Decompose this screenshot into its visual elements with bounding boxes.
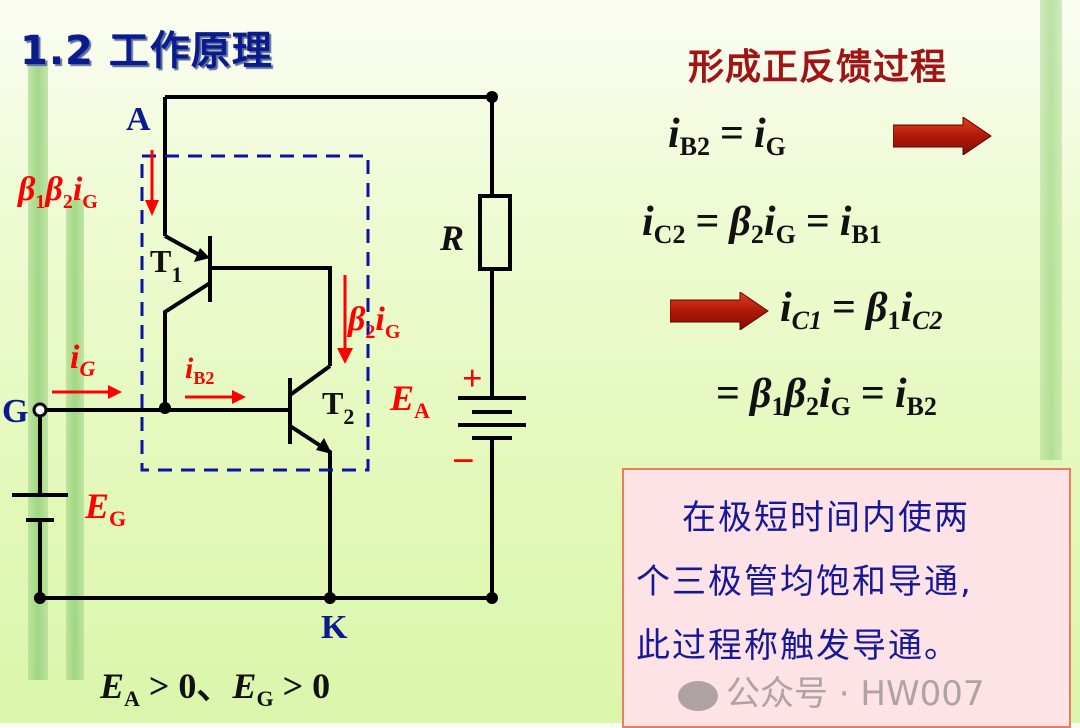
t2-label: T2	[322, 385, 354, 429]
current-ig-label: iG	[70, 339, 95, 381]
wechat-icon	[678, 680, 718, 711]
t1-emitter-arrow-icon	[194, 248, 210, 262]
node-dot	[486, 91, 498, 103]
note-line-2: 个三极管均饱和导通,	[636, 562, 973, 602]
wire-bottom	[38, 520, 492, 600]
condition-text: EA > 0、EG > 0	[99, 666, 330, 711]
wires	[12, 95, 526, 600]
arrowhead-icon	[337, 348, 353, 364]
current-arrows	[52, 150, 347, 399]
explanation-box: 在极短时间内使两 个三极管均饱和导通, 此过程称触发导通。	[622, 468, 1071, 728]
equation-4: =β1β2iG=iB2	[716, 371, 937, 421]
t2-collector	[288, 364, 332, 397]
node-dot	[34, 592, 46, 604]
arrowhead-icon	[232, 390, 246, 404]
red-arrow-right-icon	[893, 117, 992, 155]
thyristor-circuit-diagram: A G K R T1 T2 EA EG + − β1β2iG β2iG iG i…	[2, 91, 526, 711]
watermark: 公众号 · HW007	[678, 674, 985, 714]
watermark-text: 公众号 · HW007	[726, 674, 985, 714]
eg-label: EG	[84, 486, 126, 531]
equation-1: iB2=iG	[668, 111, 786, 161]
equation-3: iC1=β1iC2	[780, 285, 943, 335]
node-g-terminal	[32, 402, 48, 418]
node-k-dot	[324, 592, 336, 604]
t1-collector	[163, 281, 212, 408]
note-line-3: 此过程称触发导通。	[636, 626, 960, 666]
ea-minus-sign: −	[452, 438, 475, 483]
node-k-label: K	[321, 609, 348, 646]
ea-label: EA	[389, 378, 430, 423]
feedback-heading: 形成正反馈过程	[688, 46, 948, 88]
node-dot	[159, 402, 171, 414]
bamboo-decoration	[66, 200, 84, 680]
wire-t1-base	[210, 266, 332, 366]
equation-2: iC2=β2iG=iB1	[642, 199, 882, 249]
t1-label: T1	[150, 243, 182, 287]
slide-title: 1.2 工作原理	[20, 28, 273, 74]
node-a-label: A	[126, 101, 151, 138]
bamboo-decoration	[28, 60, 48, 680]
arrowhead-icon	[145, 200, 159, 216]
t2-emitter-arrow-icon	[316, 438, 332, 454]
ea-plus-sign: +	[462, 358, 483, 398]
node-dot	[486, 592, 498, 604]
bamboo-decoration	[1040, 0, 1062, 460]
resistor-label: R	[439, 218, 464, 258]
current-b1b2ig-label: β1β2iG	[16, 171, 98, 213]
red-arrow-right-icon	[670, 292, 769, 330]
current-ib2-label: iB2	[185, 352, 214, 388]
current-b2ig-label: β2iG	[346, 301, 401, 343]
note-line-1: 在极短时间内使两	[682, 498, 970, 538]
arrowhead-icon	[108, 385, 122, 399]
resistor-r	[478, 194, 512, 271]
node-g-label: G	[2, 393, 28, 430]
junction-dots	[32, 91, 498, 604]
thyristor-boundary	[140, 154, 370, 472]
